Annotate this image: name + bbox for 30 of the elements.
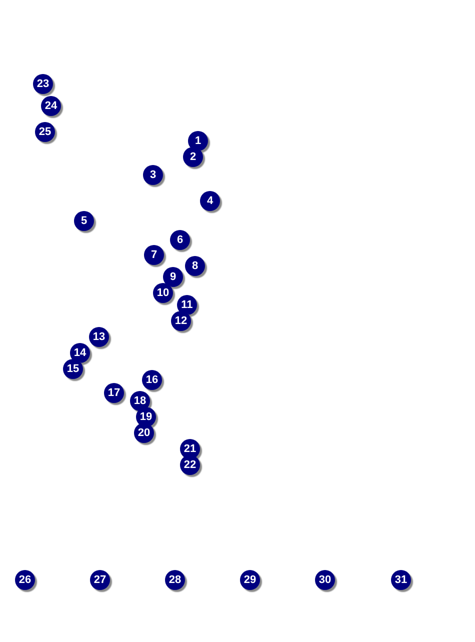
callout-number: 30 bbox=[315, 570, 335, 590]
callout-number: 14 bbox=[70, 343, 90, 363]
callout-number: 4 bbox=[200, 191, 220, 211]
callout-number: 9 bbox=[163, 267, 183, 287]
callout-number: 23 bbox=[33, 74, 53, 94]
callout-number: 20 bbox=[134, 423, 154, 443]
callout-number: 5 bbox=[74, 211, 94, 231]
callout-number: 1 bbox=[188, 131, 208, 151]
callout-number: 8 bbox=[185, 256, 205, 276]
callout-number: 3 bbox=[143, 165, 163, 185]
callout-number: 26 bbox=[15, 570, 35, 590]
callout-number: 24 bbox=[41, 96, 61, 116]
callout-number: 2 bbox=[183, 147, 203, 167]
callout-number: 28 bbox=[165, 570, 185, 590]
callout-number: 22 bbox=[180, 455, 200, 475]
callout-number: 27 bbox=[90, 570, 110, 590]
callout-number: 16 bbox=[142, 370, 162, 390]
callout-number: 12 bbox=[171, 311, 191, 331]
callout-number: 11 bbox=[177, 295, 197, 315]
callout-number: 31 bbox=[391, 570, 411, 590]
callout-number: 25 bbox=[35, 122, 55, 142]
callout-number: 15 bbox=[63, 359, 83, 379]
callout-number: 13 bbox=[89, 327, 109, 347]
callout-number: 21 bbox=[180, 439, 200, 459]
callout-number: 29 bbox=[240, 570, 260, 590]
callout-number: 6 bbox=[170, 230, 190, 250]
callout-number: 7 bbox=[144, 245, 164, 265]
callout-number: 10 bbox=[153, 283, 173, 303]
callout-number: 18 bbox=[130, 391, 150, 411]
callout-number: 17 bbox=[104, 383, 124, 403]
